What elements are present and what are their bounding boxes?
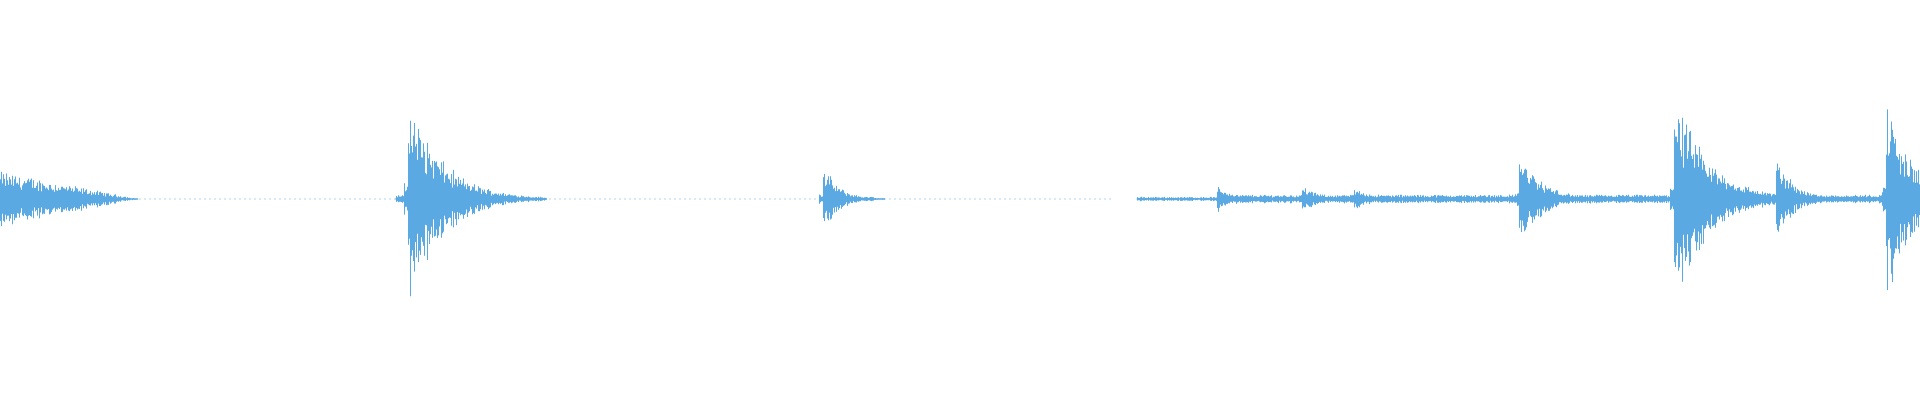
waveform-trace xyxy=(0,109,1920,297)
waveform-signal xyxy=(0,109,1920,297)
